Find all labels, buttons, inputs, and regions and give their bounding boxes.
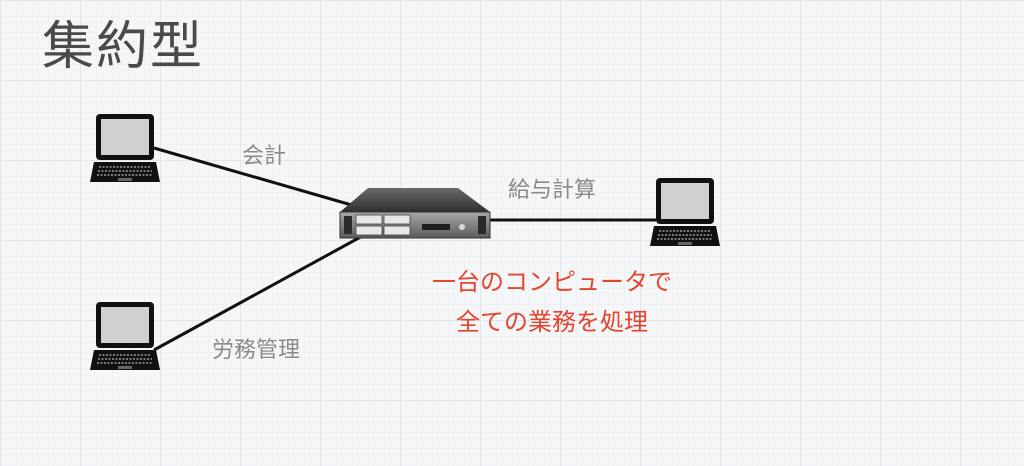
label-payroll: 給与計算 <box>508 178 597 203</box>
laptop-icon <box>650 176 720 250</box>
label-labor-management: 労務管理 <box>212 338 301 363</box>
page-title: 集約型 <box>42 17 205 77</box>
label-accounting: 会計 <box>242 144 287 169</box>
laptop-icon <box>90 112 160 186</box>
note-line-2: 全ての業務を処理 <box>456 308 648 336</box>
laptop-icon <box>90 300 160 374</box>
note-line-1: 一台のコンピュータで <box>432 268 672 296</box>
note-text: 一台のコンピュータで 全ての業務を処理 <box>372 262 732 342</box>
link-labor <box>153 232 367 352</box>
link-accounting <box>153 146 363 210</box>
server-icon <box>338 186 492 240</box>
